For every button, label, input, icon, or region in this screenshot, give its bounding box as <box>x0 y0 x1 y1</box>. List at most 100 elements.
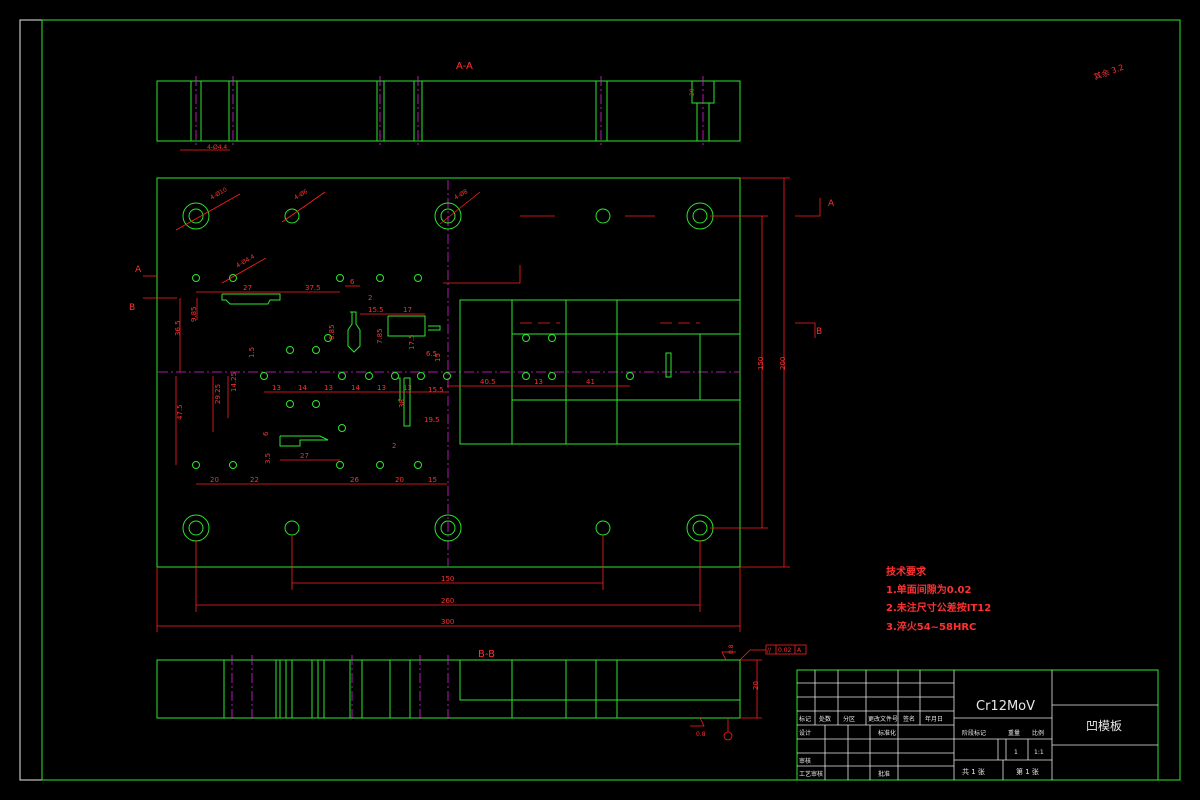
svg-text:13: 13 <box>272 384 281 392</box>
svg-text:19.5: 19.5 <box>424 416 440 424</box>
svg-text:200: 200 <box>779 357 787 370</box>
svg-text:4-Ø6: 4-Ø6 <box>293 188 309 201</box>
svg-text:比例: 比例 <box>1032 729 1044 737</box>
svg-text:1.5: 1.5 <box>248 347 256 358</box>
svg-text:15: 15 <box>434 353 442 362</box>
svg-text:14.25: 14.25 <box>230 372 238 392</box>
svg-text:0.02: 0.02 <box>778 647 792 654</box>
section-aa-label: A-A <box>456 61 473 72</box>
material-text: Cr12MoV <box>976 699 1035 714</box>
svg-text:A: A <box>828 199 835 209</box>
svg-text:40.5: 40.5 <box>480 378 496 386</box>
svg-text:4-Ø4.4: 4-Ø4.4 <box>235 253 256 269</box>
guide-hole-tm <box>434 202 462 230</box>
tolerance-frame: // 0.02 A <box>739 644 807 661</box>
inner-frame <box>41 19 1181 781</box>
svg-text:2: 2 <box>368 294 372 302</box>
svg-text:26: 26 <box>350 476 359 484</box>
guide-hole-bm <box>434 514 462 542</box>
svg-text:300: 300 <box>441 618 454 626</box>
tech-item-2: 2.未注尺寸公差按IT12 <box>886 601 991 614</box>
tech-requirements: 技术要求 1.单面间隙为0.02 2.未注尺寸公差按IT12 3.淬火54~58… <box>886 565 991 633</box>
svg-text:A: A <box>135 265 142 275</box>
svg-text:2: 2 <box>392 442 396 450</box>
svg-text:15.5: 15.5 <box>428 386 444 394</box>
svg-text:年月日: 年月日 <box>925 715 943 723</box>
svg-text:3.5: 3.5 <box>264 453 272 464</box>
screw-hole <box>595 520 611 536</box>
aa-dim-hole: 4-Ø4.4 <box>207 144 227 151</box>
svg-text:6: 6 <box>350 278 355 286</box>
svg-text:14: 14 <box>351 384 360 392</box>
svg-text:标准化: 标准化 <box>878 729 896 737</box>
svg-text:27: 27 <box>243 284 252 292</box>
svg-text:47.5: 47.5 <box>176 404 184 420</box>
plan-dimensions: 27 37.5 6 2 15.5 17 36.5 9.85 6.85 7.85 … <box>174 278 630 485</box>
svg-text:22: 22 <box>250 476 259 484</box>
svg-text:A: A <box>797 647 802 654</box>
svg-text:17: 17 <box>403 306 412 314</box>
svg-text://: // <box>767 647 772 654</box>
aa-slot-5 <box>595 80 608 142</box>
svg-text:1:1: 1:1 <box>1034 749 1044 756</box>
guide-hole-tl <box>182 202 210 230</box>
svg-text:工艺审核: 工艺审核 <box>799 770 823 778</box>
svg-text:批准: 批准 <box>878 770 890 778</box>
svg-text:B: B <box>816 327 822 337</box>
screw-hole <box>595 208 611 224</box>
svg-text:6.85: 6.85 <box>328 324 336 340</box>
svg-text:150: 150 <box>757 357 765 370</box>
svg-text:20: 20 <box>752 681 760 690</box>
svg-text:260: 260 <box>441 597 454 605</box>
svg-text:更改文件号: 更改文件号 <box>868 715 898 723</box>
svg-text:0.8: 0.8 <box>728 644 735 654</box>
guide-hole-tr <box>686 202 714 230</box>
roughness-note: 其余 3.2 <box>1092 62 1125 82</box>
svg-text:14: 14 <box>298 384 307 392</box>
tech-item-1: 1.单面间隙为0.02 <box>886 583 971 596</box>
svg-text:37.5: 37.5 <box>305 284 321 292</box>
tech-title: 技术要求 <box>886 565 927 578</box>
part-name-text: 凹模板 <box>1086 719 1122 733</box>
section-bb-label: B-B <box>478 649 495 660</box>
svg-text:重量: 重量 <box>1008 729 1020 737</box>
svg-text:0.8: 0.8 <box>696 731 706 738</box>
svg-text:标记: 标记 <box>799 715 811 723</box>
svg-text:15.5: 15.5 <box>368 306 384 314</box>
svg-text:第 1 张: 第 1 张 <box>1016 767 1039 776</box>
svg-text:13: 13 <box>534 378 543 386</box>
svg-text:B: B <box>129 303 135 313</box>
section-aa-view: A-A 4-Ø4.4 20 <box>156 61 741 151</box>
svg-text:29.25: 29.25 <box>214 384 222 404</box>
title-block: Cr12MoV 凹模板 标记 处数 分区 更改文件号 签名 年月日 设计 标准化… <box>796 669 1159 781</box>
section-bb-view: B-B 20 0.8 0.8 // 0.02 <box>156 644 807 741</box>
svg-text:4-Ø10: 4-Ø10 <box>209 186 229 201</box>
svg-text:7.85: 7.85 <box>376 328 384 344</box>
svg-text:处数: 处数 <box>819 715 831 723</box>
svg-text:审核: 审核 <box>799 757 811 765</box>
svg-text:15: 15 <box>428 476 437 484</box>
svg-text:38: 38 <box>398 399 406 408</box>
screw-hole <box>284 208 300 224</box>
svg-text:13: 13 <box>324 384 333 392</box>
svg-text:36.5: 36.5 <box>174 320 182 336</box>
svg-text:共 1 张: 共 1 张 <box>962 767 985 776</box>
svg-text:150: 150 <box>441 575 454 583</box>
guide-hole-bl <box>182 514 210 542</box>
tech-item-3: 3.淬火54~58HRC <box>886 620 976 633</box>
svg-text:阶段标记: 阶段标记 <box>962 729 986 737</box>
svg-text:13: 13 <box>403 384 412 392</box>
svg-text:6.5: 6.5 <box>426 350 437 358</box>
svg-text:13: 13 <box>377 384 386 392</box>
svg-text:20: 20 <box>689 88 696 96</box>
right-cavity-block <box>459 299 741 445</box>
svg-text:20: 20 <box>210 476 219 484</box>
svg-text:签名: 签名 <box>903 715 915 723</box>
svg-text:9.85: 9.85 <box>190 306 198 322</box>
cavity-outlines <box>221 293 441 447</box>
svg-text:41: 41 <box>586 378 595 386</box>
svg-text:分区: 分区 <box>843 715 855 723</box>
svg-text:设计: 设计 <box>799 729 811 737</box>
svg-text:6: 6 <box>262 431 270 436</box>
